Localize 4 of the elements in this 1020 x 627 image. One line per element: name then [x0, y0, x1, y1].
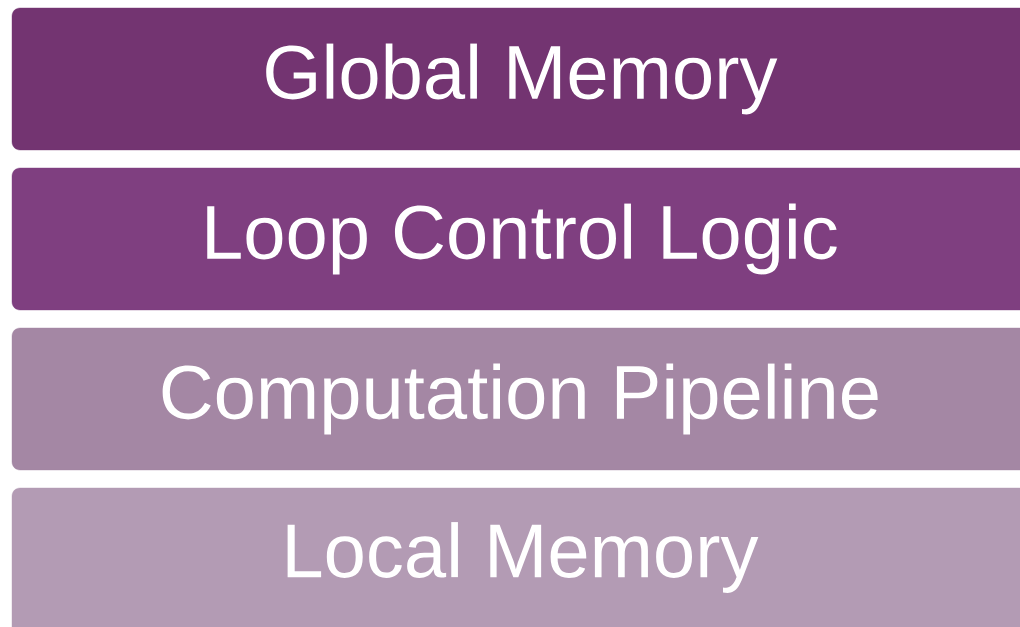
layer-band: Global Memory — [11, 7, 1020, 151]
layer-band: Computation Pipeline — [11, 327, 1020, 471]
layer-band: Local Memory — [11, 487, 1020, 627]
layer-band: Loop Control Logic — [11, 167, 1020, 311]
